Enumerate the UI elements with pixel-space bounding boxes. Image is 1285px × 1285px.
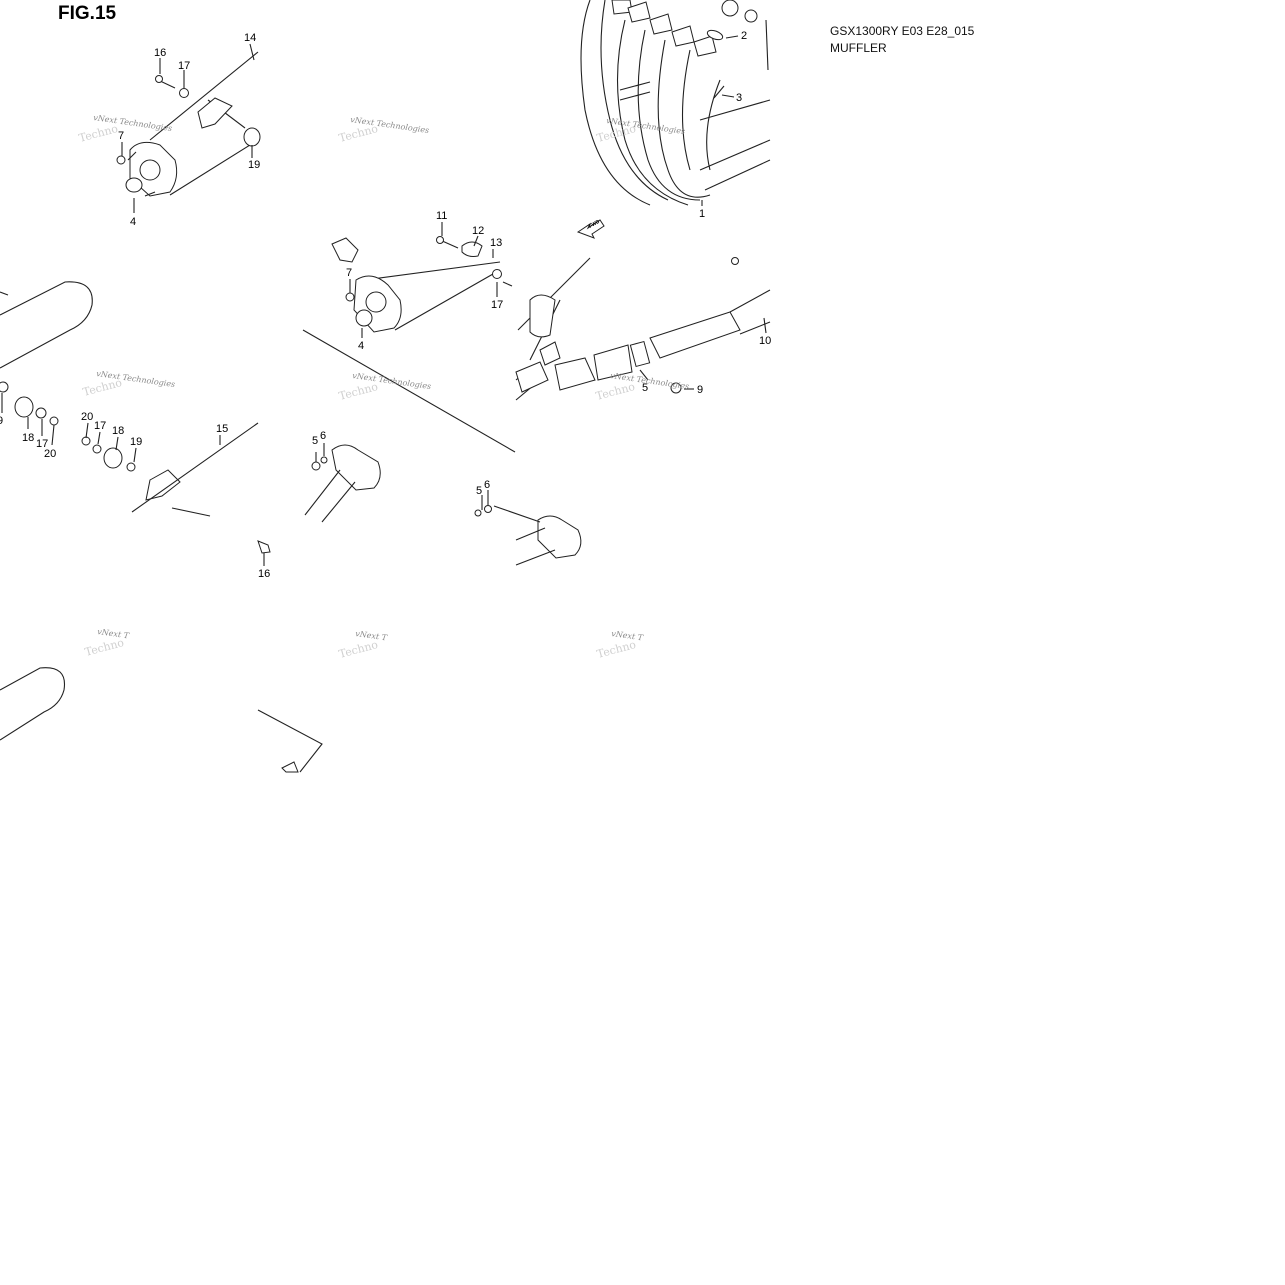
- callout-18-mid: 18: [112, 425, 124, 437]
- figure-code: GSX1300RY E03 E28_015: [830, 24, 975, 38]
- callout-16-upper: 16: [154, 47, 166, 59]
- muffler-assembly-center: [302, 236, 516, 453]
- callout-13: 13: [490, 237, 502, 249]
- callout-4-upper: 4: [130, 216, 136, 228]
- callout-17-left: 17: [36, 438, 48, 450]
- callout-6-lower: 6: [320, 430, 326, 442]
- callout-5-lower: 5: [312, 435, 318, 447]
- callout-4-center: 4: [358, 340, 364, 352]
- muffler-canister-lower: [0, 667, 323, 773]
- callout-5-right: 5: [476, 485, 482, 497]
- fwd-arrow-icon: FWD: [576, 219, 605, 239]
- callout-11: 11: [436, 210, 447, 222]
- callout-16-lower: 16: [258, 568, 270, 580]
- callout-15: 15: [216, 423, 228, 435]
- callout-18-left: 18: [22, 432, 34, 444]
- fwd-label: FWD: [588, 219, 601, 230]
- watermark-7: vNext T: [97, 627, 130, 640]
- callout-9-left: 9: [0, 415, 3, 427]
- exhaust-header-pipes: [580, 0, 771, 206]
- callout-20-left: 20: [44, 448, 56, 460]
- callout-2: 2: [741, 30, 747, 42]
- watermark-bg-8: Techno: [337, 638, 379, 661]
- callout-20-mid: 20: [81, 411, 93, 423]
- muffler-canister-left: [0, 281, 271, 554]
- figure-name: MUFFLER: [830, 41, 887, 55]
- callout-10: 10: [759, 335, 771, 347]
- callout-3: 3: [736, 92, 742, 104]
- watermark-bg-9: Techno: [595, 638, 637, 661]
- callout-19-mid: 19: [130, 436, 142, 448]
- callout-17-mid: 17: [94, 420, 106, 432]
- callout-7-upper: 7: [118, 130, 124, 142]
- watermark-8: vNext T: [355, 629, 388, 642]
- watermark-bg-5: Techno: [337, 380, 379, 403]
- callout-19-upper: 19: [248, 159, 260, 171]
- callout-numbers: 1 2 3 4 4 5 5 5 6 6 7 7 9 9 10 11 12 13 …: [0, 30, 771, 580]
- watermark-bg-1: Techno: [77, 122, 119, 145]
- callout-leaders: [1, 35, 767, 566]
- callout-1: 1: [699, 208, 705, 220]
- watermarks: Techno vNext Technologies Techno vNext T…: [77, 113, 689, 661]
- callout-17-upper: 17: [178, 60, 190, 72]
- exhaust-flange-lower: [304, 444, 582, 566]
- callout-17-center: 17: [491, 299, 503, 311]
- figure-title: FIG.15: [58, 3, 117, 24]
- watermark-bg-6: Techno: [594, 380, 636, 403]
- exhaust-joint-mid-pipe: [515, 257, 771, 401]
- callout-6-right: 6: [484, 479, 490, 491]
- callout-14: 14: [244, 32, 256, 44]
- callout-9: 9: [697, 384, 703, 396]
- watermark-9: vNext T: [611, 629, 644, 642]
- watermark-bg-7: Techno: [83, 636, 125, 659]
- muffler-assembly-upper-left: [116, 51, 261, 197]
- callout-12: 12: [472, 225, 484, 237]
- callout-7-center: 7: [346, 267, 352, 279]
- callout-5-joint: 5: [642, 382, 648, 394]
